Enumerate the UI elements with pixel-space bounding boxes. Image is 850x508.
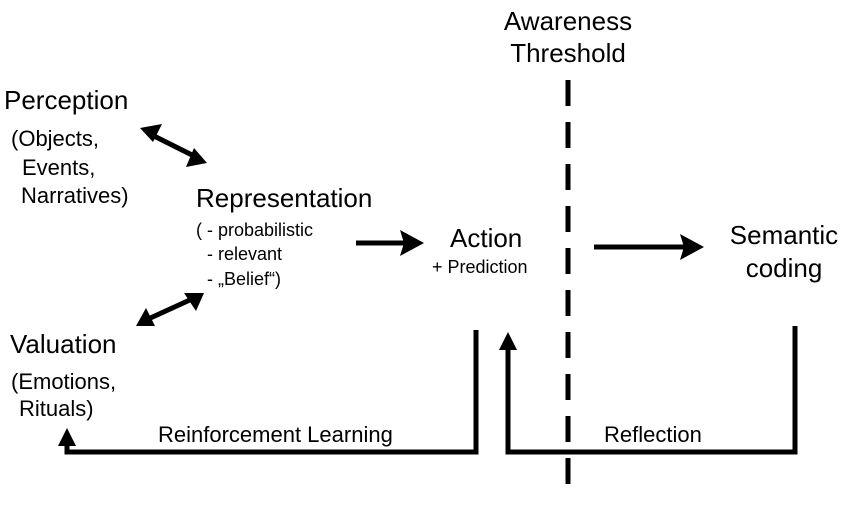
reinforcement-loop bbox=[58, 330, 479, 455]
representation-detail-3: - „Belief“) bbox=[207, 269, 282, 289]
representation-title: Representation bbox=[196, 183, 373, 213]
representation-detail-1: ( - probabilistic bbox=[196, 220, 314, 240]
reflection-loop bbox=[499, 326, 798, 455]
action-title: Action bbox=[450, 223, 523, 253]
reinforcement-label: Reinforcement Learning bbox=[158, 422, 393, 447]
perception-detail-1: (Objects, bbox=[11, 126, 100, 151]
action-subtitle: + Prediction bbox=[432, 257, 528, 277]
perception-representation-arrow bbox=[140, 124, 207, 167]
semantic-label-line1: Semantic bbox=[729, 220, 839, 250]
valuation-detail-1: (Emotions, bbox=[11, 369, 117, 394]
perception-detail-2: Events, bbox=[22, 155, 96, 180]
representation-action-arrow bbox=[356, 230, 424, 256]
semantic-label-line2: coding bbox=[745, 253, 823, 283]
perception-detail-3: Narratives) bbox=[21, 183, 129, 208]
perception-title: Perception bbox=[4, 85, 129, 115]
valuation-representation-arrow bbox=[136, 293, 204, 326]
reflection-label: Reflection bbox=[604, 422, 702, 447]
action-semantic-arrow bbox=[594, 234, 704, 260]
threshold-label-line2: Threshold bbox=[510, 38, 626, 68]
valuation-title: Valuation bbox=[10, 329, 117, 359]
valuation-detail-2: Rituals) bbox=[19, 396, 94, 421]
threshold-label-line1: Awareness bbox=[503, 6, 633, 36]
representation-detail-2: - relevant bbox=[207, 244, 283, 264]
